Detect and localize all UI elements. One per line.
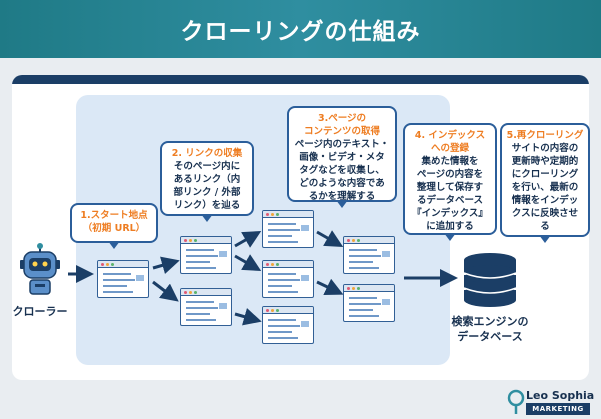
webpage-icon-top [262, 210, 314, 248]
step-4-title: 4. インデックス への登録 [414, 130, 486, 154]
arrow-start-to-lower [152, 280, 179, 302]
webpage-icon-mid [262, 260, 314, 298]
step-2-title: 2. リンクの収集 [171, 148, 243, 159]
step-3-title: 3.ページの コンテンツの取得 [303, 113, 380, 137]
step-3-body: ページ内のテキスト・ 画像・ビデオ・メタ タグなどを収集し、 どのような内容であ… [294, 139, 390, 202]
arrow-mid-to-right2 [316, 278, 344, 295]
webpage-icon-right1 [343, 236, 395, 274]
card-top-bar [12, 75, 589, 84]
arrow-top-to-right1 [316, 230, 344, 247]
page-title: クローリングの仕組み [0, 0, 601, 58]
step-5-title: 5.再クローリング [506, 130, 584, 141]
arrow-upper-to-mid [234, 254, 262, 271]
step-5-callout: 5.再クローリング サイトの内容の 更新時や定期的 にクローリング を行い、最新… [500, 123, 590, 243]
webpage-icon-upper [180, 236, 232, 274]
webpage-icon-lower [180, 288, 232, 326]
logo-badge: MARKETING [526, 403, 590, 415]
arrow-start-to-upper [152, 256, 180, 274]
step-3-callout: 3.ページの コンテンツの取得 ページ内のテキスト・ 画像・ビデオ・メタ タグな… [287, 106, 397, 208]
database-label: 検索エンジンの データベース [451, 315, 529, 343]
webpage-icon-right2 [343, 284, 395, 322]
step-2-body: そのページ内に あるリンク（内 部リンク / 外部 リンク）を辿る [173, 161, 241, 211]
step-5-body: サイトの内容の 更新時や定期的 にクローリング を行い、最新の 情報をインデッ … [511, 143, 579, 232]
webpage-icon-start [97, 260, 149, 298]
crawler-label: クローラー [12, 305, 68, 318]
logo-name: Leo Sophia [526, 389, 595, 402]
step-4-callout: 4. インデックス への登録 集めた情報を ページの内容を 整理して保存す るデ… [403, 123, 497, 241]
step-1-callout: 1.スタート地点 （初期 URL） [70, 203, 158, 249]
database-icon [463, 253, 517, 307]
arrow-upper-to-top [234, 231, 262, 248]
robot-icon [20, 243, 60, 295]
arrow-lower-to-bottom [234, 308, 262, 326]
webpage-icon-bottom [262, 306, 314, 344]
step-1-title: 1.スタート地点 （初期 URL） [80, 210, 148, 234]
leo-sophia-logo-icon [507, 389, 525, 414]
step-4-body: 集めた情報を ページの内容を 整理して保存す るデータベース 『インデックス』 … [412, 156, 488, 232]
step-2-callout: 2. リンクの収集 そのページ内に あるリンク（内 部リンク / 外部 リンク）… [160, 141, 254, 222]
